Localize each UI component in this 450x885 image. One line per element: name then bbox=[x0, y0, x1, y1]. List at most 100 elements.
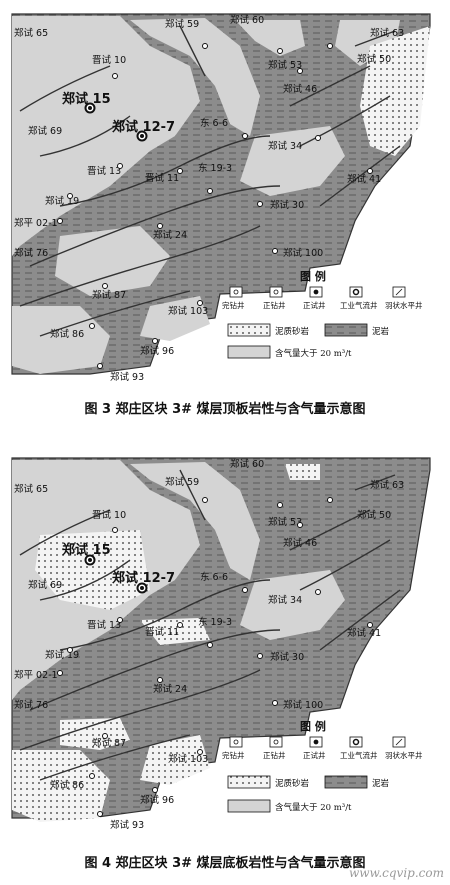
legend-well-type: 正试井 bbox=[303, 300, 326, 310]
well-label: 郑试 76 bbox=[14, 247, 48, 259]
well-label: 郑试 41 bbox=[347, 173, 381, 185]
well-label: 郑试 60 bbox=[230, 458, 264, 470]
sandstone-area bbox=[140, 735, 210, 785]
well-label: 郑试 103 bbox=[168, 305, 208, 317]
fault-lines bbox=[19, 25, 401, 337]
watermark: www.cqvip.com bbox=[348, 866, 444, 880]
legend-well-type: 工业气流井 bbox=[340, 750, 378, 760]
well-markers bbox=[57, 497, 373, 817]
legend-well-type: 完钻井 bbox=[222, 300, 245, 310]
gas-area bbox=[335, 20, 400, 66]
well-label: 晋试 10 bbox=[92, 509, 126, 521]
gas-area bbox=[130, 18, 260, 136]
well-label: 郑试 100 bbox=[283, 699, 323, 711]
well-label: 晋试 11 bbox=[145, 172, 179, 184]
well-label: 郑试 59 bbox=[165, 18, 199, 30]
well-label: 郑试 103 bbox=[168, 753, 208, 765]
well-label: 郑试 24 bbox=[153, 683, 187, 695]
figure-3-svg: 郑试 65 郑试 59 郑试 60 郑试 63 晋试 10 郑试 53 郑试 5… bbox=[11, 13, 431, 383]
figure-3-map: 郑试 65 郑试 59 郑试 60 郑试 63 晋试 10 郑试 53 郑试 5… bbox=[0, 6, 450, 386]
figure-4-svg: 郑试 65 郑试 59 郑试 60 郑试 63 晋试 10 郑试 53 郑试 5… bbox=[11, 457, 431, 831]
legend-title: 图 例 bbox=[300, 719, 326, 733]
legend-gas: 含气量大于 20 m³/t bbox=[275, 348, 352, 359]
well-label: 郑试 96 bbox=[140, 794, 174, 806]
well-label: 郑试 19 bbox=[45, 649, 79, 661]
well-label: 郑试 46 bbox=[283, 83, 317, 95]
well-label: 郑试 87 bbox=[92, 289, 126, 301]
well-label: 郑试 53 bbox=[268, 516, 302, 528]
legend-sandstone: 泥质砂岩 bbox=[275, 778, 310, 789]
figure-3-caption: 图 3 郑庄区块 3# 煤层顶板岩性与含气量示意图 bbox=[84, 402, 366, 417]
well-label: 郑试 65 bbox=[14, 483, 48, 495]
legend-well-type: 羽状水平井 bbox=[385, 750, 423, 760]
well-label: 郑试 15 bbox=[62, 542, 111, 558]
well-label: 晋试 10 bbox=[92, 54, 126, 66]
sandstone-area bbox=[60, 718, 130, 750]
well-label: 郑试 76 bbox=[14, 699, 48, 711]
well-label: 郑试 96 bbox=[140, 345, 174, 357]
sandstone-area bbox=[140, 618, 210, 645]
legend-well-type: 正试井 bbox=[303, 750, 326, 760]
sandstone-area bbox=[285, 464, 320, 480]
well-label: 郑试 50 bbox=[357, 509, 391, 521]
legend-gas: 含气量大于 20 m³/t bbox=[275, 802, 352, 813]
well-label: 郑平 02-1 bbox=[14, 217, 58, 229]
legend-well-type: 羽状水平井 bbox=[385, 300, 423, 310]
gas-area bbox=[240, 126, 345, 196]
well-label: 郑试 86 bbox=[50, 779, 84, 791]
sandstone-area bbox=[360, 26, 430, 156]
well-label: 郑试 60 bbox=[230, 14, 264, 26]
legend-mudstone: 泥岩 bbox=[372, 326, 390, 337]
well-label: 郑试 12-7 bbox=[112, 570, 175, 586]
legend: 图 例 完钻井 正钻井 正试井 工业气流井 羽状水平井 泥质砂岩 泥岩 含气量大… bbox=[222, 269, 423, 359]
well-label: 郑试 34 bbox=[268, 594, 302, 606]
well-label: 郑试 93 bbox=[110, 371, 144, 383]
well-label: 郑试 50 bbox=[357, 53, 391, 65]
fault-lines bbox=[19, 469, 401, 781]
well-label: 郑试 41 bbox=[347, 627, 381, 639]
figure-4-caption: 图 4 郑庄区块 3# 煤层底板岩性与含气量示意图 bbox=[84, 856, 366, 871]
well-label: 郑试 19 bbox=[45, 195, 79, 207]
well-label: 郑试 34 bbox=[268, 140, 302, 152]
well-label: 郑试 93 bbox=[110, 819, 144, 831]
figure-4-map: 郑试 65 郑试 59 郑试 60 郑试 63 晋试 10 郑试 53 郑试 5… bbox=[0, 450, 450, 831]
gas-area bbox=[12, 306, 110, 374]
legend-title: 图 例 bbox=[300, 269, 326, 283]
legend-mudstone: 泥岩 bbox=[372, 778, 390, 789]
well-label: 郑试 87 bbox=[92, 737, 126, 749]
well-label: 晋试 11 bbox=[145, 626, 179, 638]
well-label: 郑试 59 bbox=[165, 476, 199, 488]
well-label: 郑试 30 bbox=[270, 199, 304, 211]
well-label: 晋试 13 bbox=[87, 165, 121, 177]
gas-area bbox=[235, 20, 305, 56]
well-label: 郑试 63 bbox=[370, 479, 404, 491]
well-label: 东 19-3 bbox=[198, 616, 232, 628]
well-label: 郑试 69 bbox=[28, 125, 62, 137]
well-label: 郑试 63 bbox=[370, 27, 404, 39]
well-label: 东 6-6 bbox=[200, 571, 228, 583]
well-label: 郑试 53 bbox=[268, 59, 302, 71]
well-label: 郑试 100 bbox=[283, 247, 323, 259]
legend-sandstone: 泥质砂岩 bbox=[275, 326, 310, 337]
well-label: 东 6-6 bbox=[200, 117, 228, 129]
well-markers bbox=[57, 43, 373, 369]
sandstone-area bbox=[12, 750, 110, 822]
well-label: 东 19-3 bbox=[198, 162, 232, 174]
well-label: 郑试 15 bbox=[62, 91, 111, 107]
gas-area bbox=[240, 570, 345, 640]
legend-well-type: 正钻井 bbox=[263, 300, 286, 310]
well-label: 晋试 13 bbox=[87, 619, 121, 631]
well-label: 郑试 86 bbox=[50, 328, 84, 340]
legend-well-type: 工业气流井 bbox=[340, 300, 378, 310]
legend: 图 例 完钻井 正钻井 正试井 工业气流井 羽状水平井 泥质砂岩 泥岩 含气量大… bbox=[222, 719, 423, 813]
well-label: 郑试 65 bbox=[14, 27, 48, 39]
well-label: 郑试 12-7 bbox=[112, 119, 175, 135]
legend-well-type: 完钻井 bbox=[222, 750, 245, 760]
well-label: 郑平 02-1 bbox=[14, 669, 58, 681]
legend-well-type: 正钻井 bbox=[263, 750, 286, 760]
gas-area bbox=[130, 462, 260, 580]
well-label: 郑试 30 bbox=[270, 651, 304, 663]
sandstone-area bbox=[35, 530, 150, 610]
well-label: 郑试 69 bbox=[28, 579, 62, 591]
gas-area bbox=[12, 16, 200, 256]
